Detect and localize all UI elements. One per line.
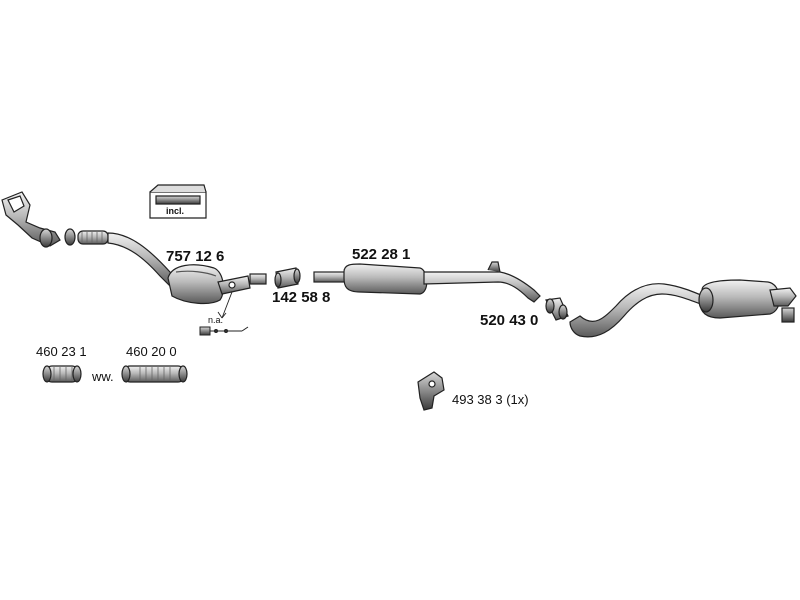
rear-silencer [569,279,797,338]
kit-box [149,184,207,219]
front-connector [274,267,301,289]
repair-pipe-b [121,365,188,383]
front-pipe [64,228,177,287]
alternative-note: ww. [92,369,114,384]
part-label-hanger: 493 38 3 (1x) [452,392,529,407]
part-label-middle-silencer: 522 28 1 [352,246,411,263]
hanger-part [417,371,445,411]
pipe-stub-1 [249,273,267,285]
catalytic-converter [167,264,251,305]
part-label-catalytic-converter: 757 12 6 [166,248,225,265]
rear-connector [545,297,569,321]
part-label-repair-pipe-b: 460 20 0 [126,344,177,359]
part-label-rear-connector: 520 43 0 [480,312,539,329]
exhaust-manifold [1,191,61,248]
part-label-front-connector: 142 58 8 [272,289,331,306]
kit-box-label: incl. [166,206,185,216]
lambda-sensor [199,291,249,336]
sensor-note: n.a. [208,315,224,325]
part-label-repair-pipe-a: 460 23 1 [36,344,87,359]
middle-silencer [313,261,541,303]
repair-pipe-a [42,365,82,383]
